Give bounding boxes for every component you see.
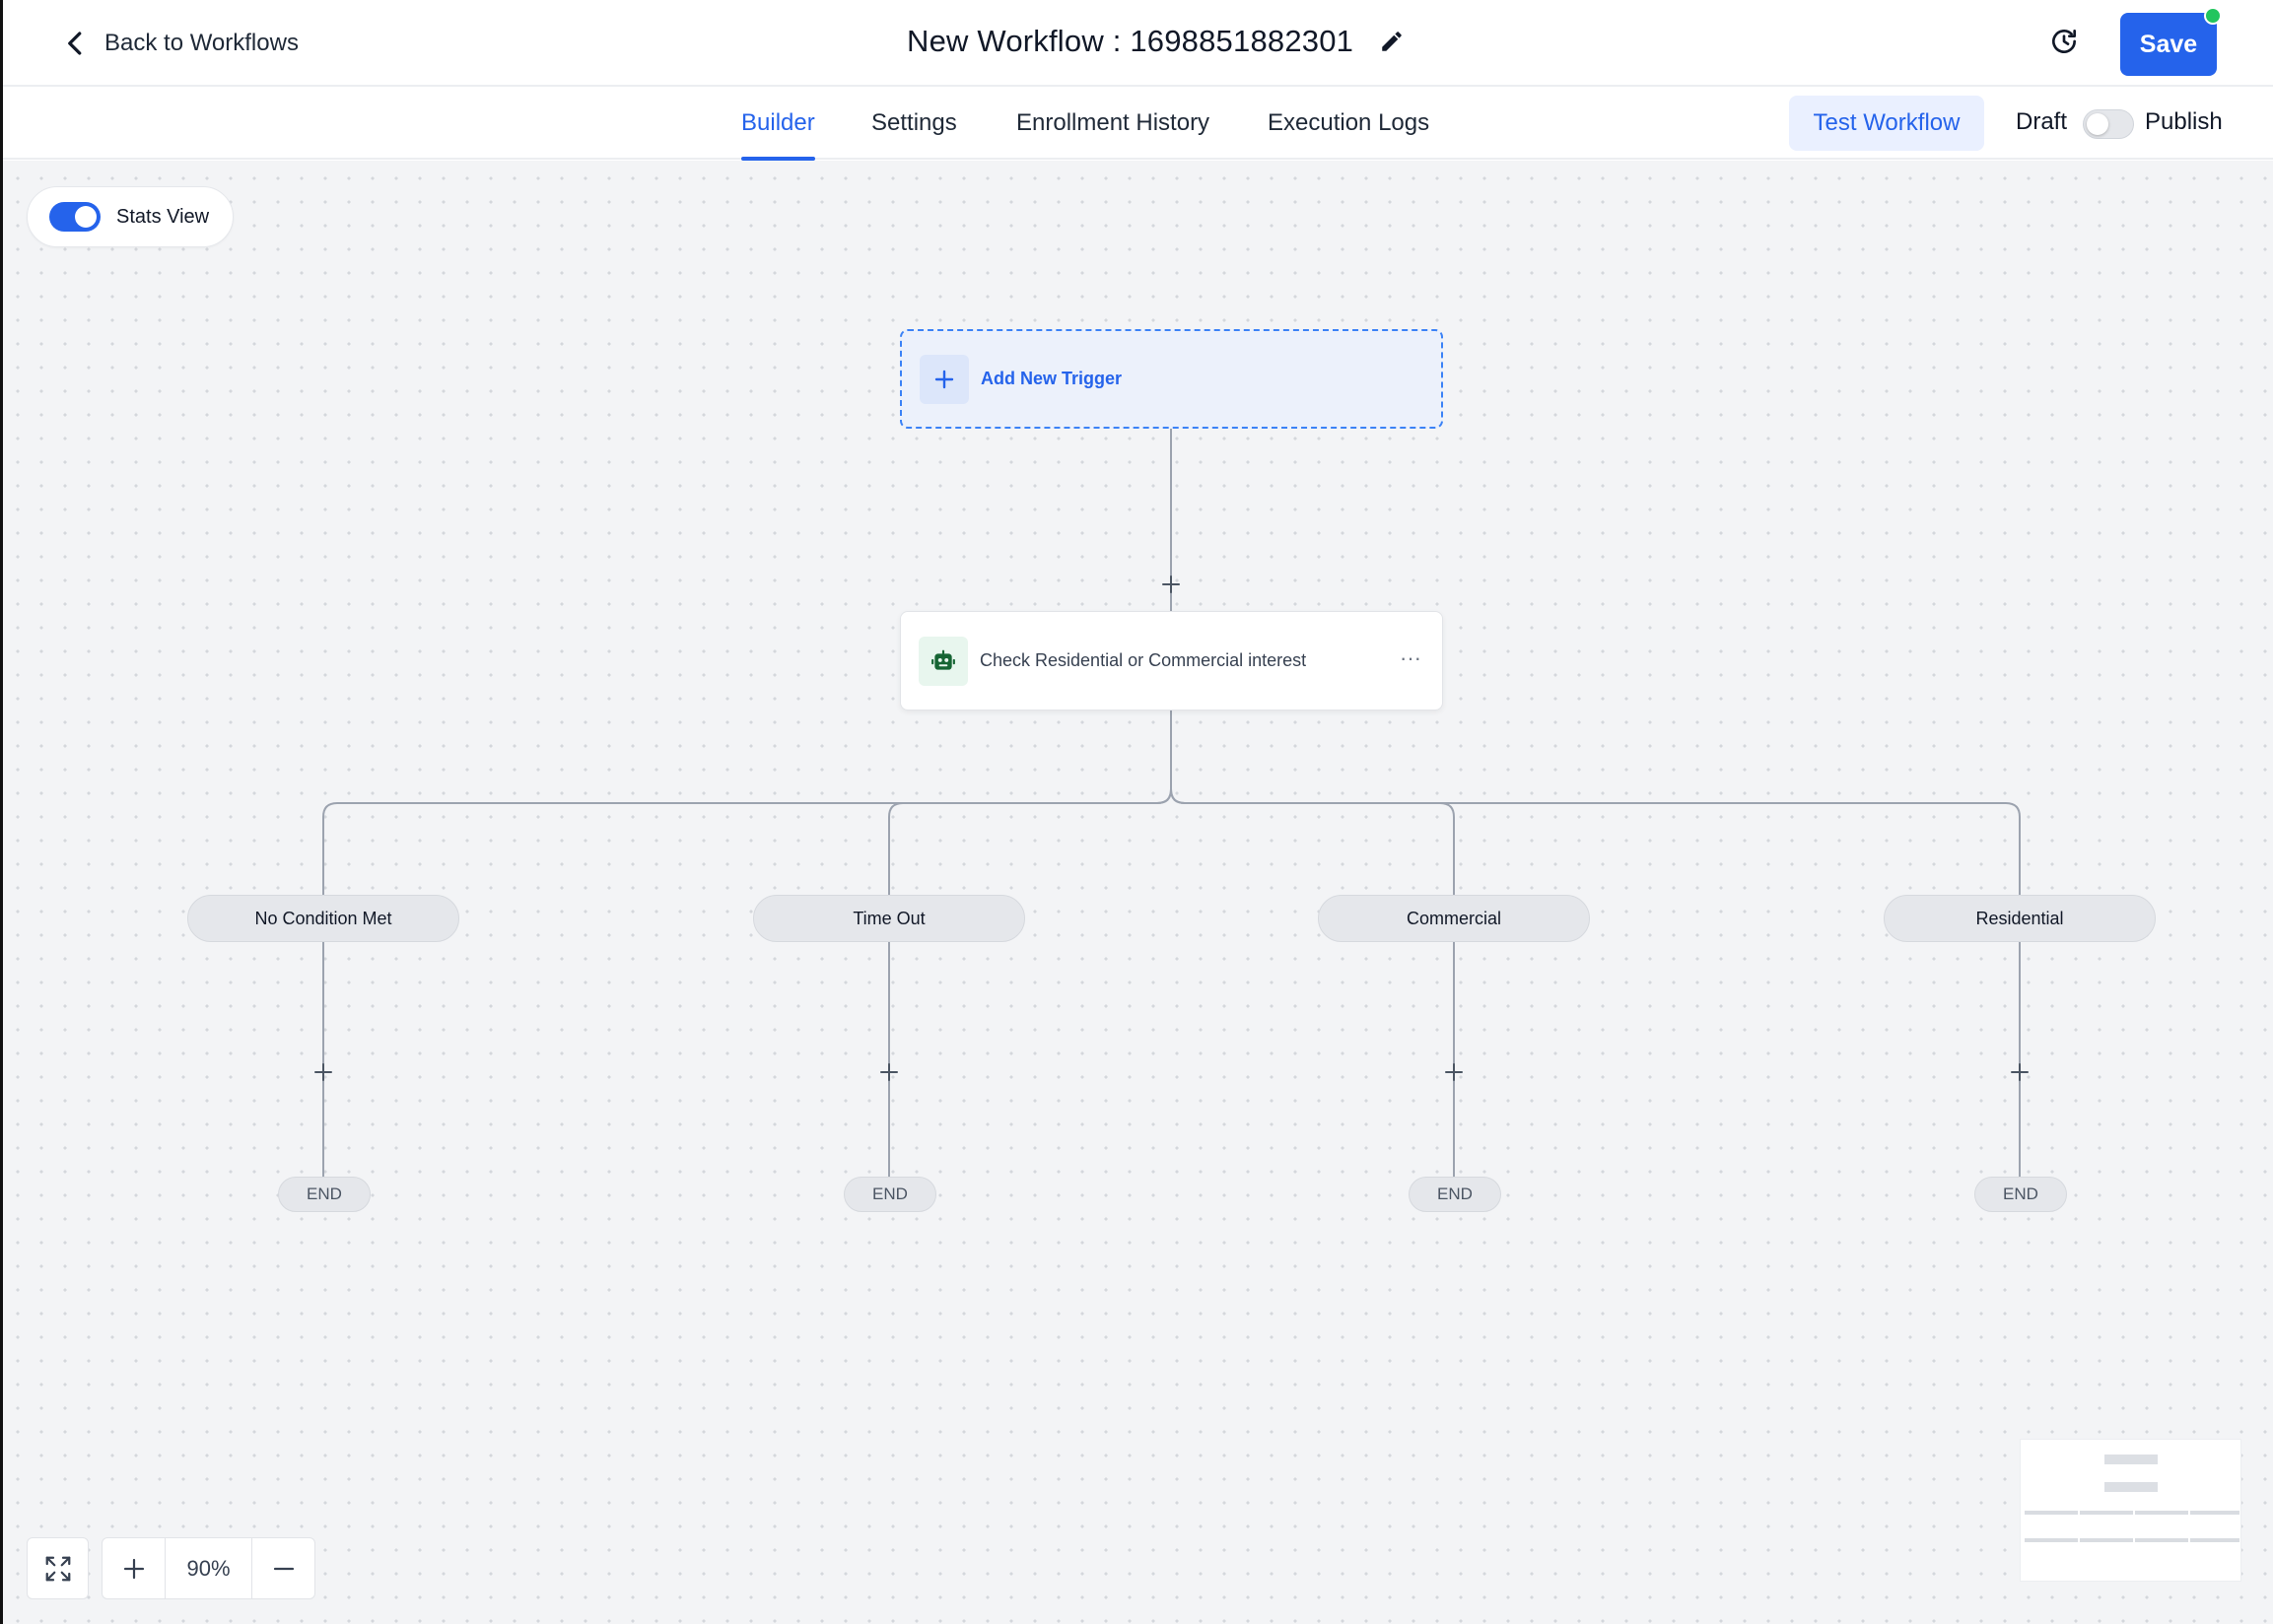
plus-icon — [123, 1558, 144, 1579]
back-link-label: Back to Workflows — [104, 30, 299, 56]
tab-settings[interactable]: Settings — [871, 109, 957, 136]
minimap-node — [2025, 1511, 2078, 1515]
add-step-button[interactable] — [1157, 571, 1185, 598]
fit-to-screen-button[interactable] — [27, 1537, 89, 1599]
end-node: END — [844, 1177, 936, 1212]
plus-icon — [2011, 1063, 2029, 1081]
workflow-title: New Workflow : 1698851882301 — [907, 24, 1354, 58]
branch-time-out[interactable]: Time Out — [753, 895, 1025, 942]
minimap-node — [2104, 1482, 2158, 1492]
zoom-level: 90% — [165, 1538, 252, 1598]
zoom-controls: 90% — [102, 1537, 315, 1599]
pencil-icon[interactable] — [1379, 29, 1405, 54]
plus-icon — [1162, 575, 1180, 593]
minimap-node — [2025, 1538, 2078, 1542]
end-node: END — [278, 1177, 371, 1212]
add-step-button[interactable] — [1440, 1058, 1468, 1086]
workflow-header: Back to Workflows New Workflow : 1698851… — [0, 0, 2273, 87]
branch-no-condition-met[interactable]: No Condition Met — [187, 895, 459, 942]
add-step-button[interactable] — [875, 1058, 903, 1086]
add-trigger-node[interactable]: Add New Trigger — [900, 329, 1443, 429]
minimap-node — [2135, 1538, 2188, 1542]
publish-toggle-knob — [2087, 113, 2108, 135]
action-node-check-interest[interactable]: Check Residential or Commercial interest… — [900, 611, 1443, 710]
robot-icon — [931, 649, 955, 670]
draft-label: Draft — [2016, 108, 2068, 135]
tab-execution-logs[interactable]: Execution Logs — [1268, 109, 1430, 136]
zoom-in-button[interactable] — [103, 1538, 165, 1598]
add-trigger-plus-box — [920, 354, 969, 404]
more-options-icon[interactable]: ··· — [1400, 645, 1421, 670]
zoom-out-button[interactable] — [252, 1538, 314, 1598]
chevron-left-icon — [68, 32, 82, 55]
end-node: END — [1409, 1177, 1501, 1212]
stats-view-toggle[interactable] — [49, 202, 101, 232]
history-button[interactable] — [2046, 22, 2082, 61]
end-node: END — [1974, 1177, 2067, 1212]
add-step-button[interactable] — [2006, 1058, 2033, 1086]
add-step-button[interactable] — [310, 1058, 337, 1086]
branch-residential[interactable]: Residential — [1884, 895, 2156, 942]
save-status-dot — [2204, 7, 2222, 25]
tab-enrollment-history[interactable]: Enrollment History — [1016, 109, 1210, 136]
add-trigger-label: Add New Trigger — [981, 369, 1123, 388]
history-icon — [2052, 30, 2076, 53]
workflow-title-group: New Workflow : 1698851882301 — [907, 18, 1405, 65]
back-to-workflows-link[interactable]: Back to Workflows — [61, 22, 299, 65]
canvas-minimap[interactable] — [2020, 1439, 2241, 1582]
plus-icon — [934, 370, 954, 388]
action-icon-box — [919, 636, 968, 686]
plus-icon — [314, 1063, 332, 1081]
plus-icon — [1445, 1063, 1463, 1081]
stats-view-label: Stats View — [116, 205, 210, 228]
connector-lines — [322, 429, 2021, 1194]
plus-icon — [880, 1063, 898, 1081]
workflow-canvas[interactable]: Stats View Add New Trigger Check Residen… — [0, 161, 2273, 1624]
tab-builder[interactable]: Builder — [741, 87, 815, 161]
minimap-node — [2135, 1511, 2188, 1515]
minimap-node — [2190, 1511, 2239, 1515]
minimap-node — [2080, 1538, 2133, 1542]
save-button[interactable]: Save — [2120, 13, 2217, 76]
window-left-edge — [0, 0, 3, 1624]
publish-label: Publish — [2145, 108, 2223, 135]
action-node-label: Check Residential or Commercial interest — [980, 650, 1307, 670]
workflow-tabs: Builder Settings Enrollment History Exec… — [0, 87, 2273, 161]
stats-view-control: Stats View — [27, 186, 234, 247]
branch-commercial[interactable]: Commercial — [1318, 895, 1590, 942]
stats-view-toggle-knob — [75, 206, 97, 228]
expand-icon — [45, 1556, 70, 1581]
minimap-node — [2080, 1511, 2133, 1515]
minimap-node — [2190, 1538, 2239, 1542]
minimap-node — [2104, 1455, 2158, 1464]
minus-icon — [273, 1567, 294, 1570]
test-workflow-button[interactable]: Test Workflow — [1789, 96, 1984, 151]
publish-toggle[interactable] — [2083, 109, 2134, 139]
